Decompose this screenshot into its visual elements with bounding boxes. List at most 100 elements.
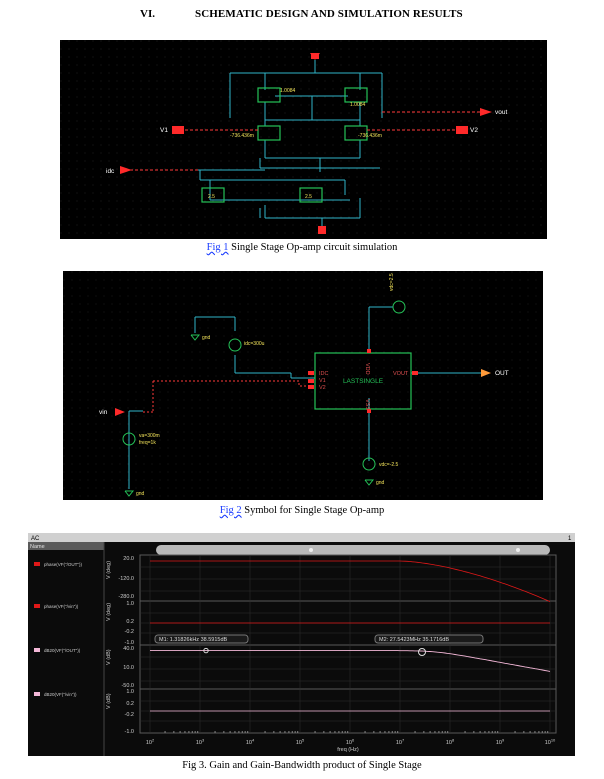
idc-source-icon <box>228 338 242 352</box>
svg-text:dB20(VF("/vin")): dB20(VF("/vin")) <box>44 692 77 697</box>
block-label: LASTSINGLE <box>343 378 384 385</box>
x-tick-label: 103 <box>196 738 205 747</box>
svg-text:VSS: VSS <box>364 399 370 410</box>
plot-grid <box>140 555 556 733</box>
section-heading: VI. SCHEMATIC DESIGN AND SIMULATION RESU… <box>0 8 604 26</box>
figure-1-caption: Fig 1 Single Stage Op-amp circuit simula… <box>206 242 398 253</box>
vin-pin <box>115 408 125 416</box>
svg-text:V1: V1 <box>319 378 326 384</box>
device-annotations: 1.0084 1.0084 -736.436m -736.436m 2.5 2.… <box>208 88 382 200</box>
svg-text:1.0: 1.0 <box>126 601 134 607</box>
symbol-wires <box>128 306 483 489</box>
idc-label: idc <box>106 168 115 175</box>
svg-text:M1: 1.31826kHz 38.5915dB: M1: 1.31826kHz 38.5915dB <box>159 637 228 643</box>
svg-text:VOUT: VOUT <box>393 371 409 377</box>
svg-text:VDD: VDD <box>364 363 370 375</box>
svg-text:V2: V2 <box>319 385 326 391</box>
marker-m1-dot[interactable] <box>203 647 209 654</box>
x-tick-label: 105 <box>296 738 305 747</box>
svg-text:-736.436m: -736.436m <box>230 133 254 139</box>
marker-m2[interactable]: M2: 27.5423MHz 35.1716dB <box>374 634 484 656</box>
svg-text:-1.0: -1.0 <box>125 640 134 646</box>
block-pin-marks <box>308 349 418 413</box>
marker-m2-dot[interactable] <box>418 647 426 656</box>
vss-source-icon <box>362 457 376 471</box>
svg-text:phase(VF("/vin")): phase(VF("/vin")) <box>44 604 79 609</box>
svg-text:dB20(VF("/OUT")): dB20(VF("/OUT")) <box>44 648 81 653</box>
svg-text:40.0: 40.0 <box>123 646 134 652</box>
out-pin <box>481 369 491 377</box>
svg-text:M2: 27.5423MHz 35.1716dB: M2: 27.5423MHz 35.1716dB <box>379 637 449 643</box>
section-number: VI. <box>140 8 155 20</box>
v1-label: V1 <box>160 127 168 134</box>
svg-text:10.0: 10.0 <box>123 665 134 671</box>
trace-gain-out <box>150 650 551 672</box>
figure-1-schematic: 1.0084 1.0084 -736.436m -736.436m 2.5 2.… <box>60 40 547 239</box>
svg-text:va=300m: va=300m <box>139 433 160 439</box>
plot-traces <box>150 560 551 712</box>
x-axis-label: freq (Hz) <box>337 747 359 753</box>
panel-header: Name <box>30 544 45 550</box>
x-tick-label: 109 <box>496 738 505 747</box>
x-tick-label: 106 <box>346 738 355 747</box>
x-tick-label: 108 <box>446 738 455 747</box>
svg-text:1.0084: 1.0084 <box>280 88 296 94</box>
plot-scrollbar[interactable] <box>156 545 550 555</box>
y-axis-titles: V (deg) V (deg) V (dB) V (dB) <box>106 561 112 709</box>
y-tick-labels: 20.0 -120.0 -280.0 1.0 0.2 -0.2 -1.0 40.… <box>118 556 134 735</box>
pins <box>120 53 492 234</box>
svg-text:gnd: gnd <box>136 491 145 497</box>
svg-text:-1.0: -1.0 <box>125 729 134 735</box>
x-tick-label: 102 <box>146 738 155 747</box>
x-tick-labels: 102 103 104 105 106 107 108 109 1010 <box>146 731 556 746</box>
schematic-canvas: 1.0084 1.0084 -736.436m -736.436m 2.5 2.… <box>60 40 547 239</box>
svg-text:-120.0: -120.0 <box>118 576 134 582</box>
block-pins: IDC V1 V2 VDD VSS VOUT <box>319 363 409 410</box>
vin-label: vin <box>99 409 108 416</box>
svg-text:-280.0: -280.0 <box>118 594 134 600</box>
ground-icons <box>124 334 375 497</box>
figure-2-caption: Fig 2 Symbol for Single Stage Op-amp <box>219 505 385 516</box>
svg-text:2.5: 2.5 <box>208 194 215 200</box>
svg-text:V (dB): V (dB) <box>106 693 112 709</box>
x-tick-label: 1010 <box>545 738 556 747</box>
transistors <box>201 87 368 203</box>
trace-phase-out <box>150 560 551 602</box>
svg-text:idc=300u: idc=300u <box>244 341 265 347</box>
svg-text:-50.0: -50.0 <box>121 683 134 689</box>
svg-text:V (deg): V (deg) <box>106 561 112 579</box>
svg-text:IDC: IDC <box>319 371 329 377</box>
x-tick-label: 104 <box>246 738 255 747</box>
svg-text:-736.436m: -736.436m <box>358 133 382 139</box>
svg-text:V (dB): V (dB) <box>106 649 112 665</box>
v2-label: V2 <box>470 127 478 134</box>
svg-text:vdc=2.5: vdc=2.5 <box>389 273 395 291</box>
figure-3-ac-plot: AC 1 Name phase(VF("/OUT")) phase(VF("/v… <box>28 533 575 756</box>
svg-text:1.0084: 1.0084 <box>350 102 366 108</box>
svg-text:0.2: 0.2 <box>126 619 134 625</box>
svg-text:1.0: 1.0 <box>126 689 134 695</box>
sine-source-icon <box>122 432 136 446</box>
out-label: OUT <box>495 370 509 377</box>
svg-text:0.2: 0.2 <box>126 701 134 707</box>
vdd-source-icon <box>392 300 406 314</box>
marker-m1[interactable]: M1: 1.31826kHz 38.5915dB <box>154 634 249 654</box>
strip-borders <box>139 554 557 734</box>
svg-text:vdc=-2.5: vdc=-2.5 <box>379 462 399 468</box>
figure-3-caption: Fig 3. Gain and Gain-Bandwidth product o… <box>182 760 422 771</box>
svg-text:V (deg): V (deg) <box>106 603 112 621</box>
opamp-block <box>314 352 412 410</box>
vout-label: vout <box>495 109 507 116</box>
svg-text:-0.2: -0.2 <box>125 712 134 718</box>
corner-number: 1 <box>568 536 572 542</box>
svg-text:2.5: 2.5 <box>305 194 312 200</box>
svg-text:20.0: 20.0 <box>123 556 134 562</box>
figure-2-symbol: LASTSINGLE IDC V1 V2 VDD VSS VOUT OUT vi… <box>63 271 543 500</box>
ac-plot-canvas: AC 1 Name phase(VF("/OUT")) phase(VF("/v… <box>28 533 575 756</box>
trace-legend: phase(VF("/OUT")) phase(VF("/vin")) dB20… <box>34 562 82 697</box>
x-tick-label: 107 <box>396 738 405 747</box>
svg-text:gnd: gnd <box>202 335 211 341</box>
svg-text:freq=1k: freq=1k <box>139 440 156 446</box>
svg-text:gnd: gnd <box>376 480 385 486</box>
symbol-canvas: LASTSINGLE IDC V1 V2 VDD VSS VOUT OUT vi… <box>63 271 543 500</box>
